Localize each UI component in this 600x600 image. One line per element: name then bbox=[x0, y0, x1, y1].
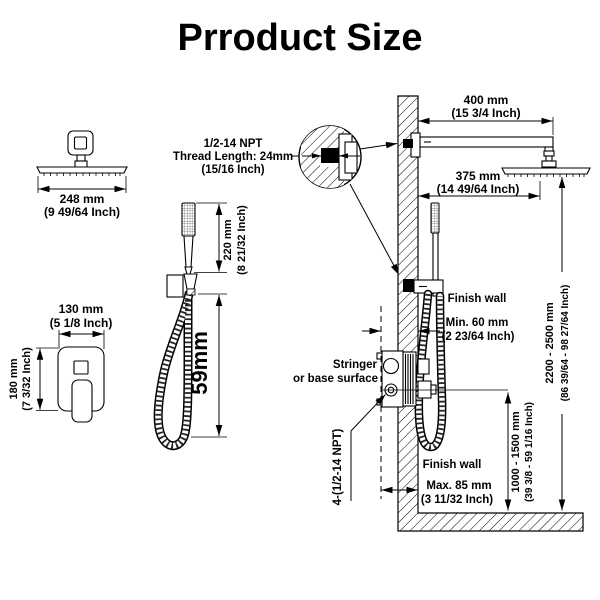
handheld-bracket bbox=[166, 274, 184, 298]
thread-note: 1/2-14 NPT Thread Length: 24mm (15/16 In… bbox=[173, 138, 302, 176]
overhead-width-mm-label: 248 mm bbox=[60, 192, 105, 206]
valve-height-mm-label: 1000 - 1500 mm bbox=[510, 411, 522, 493]
wall-handheld bbox=[403, 202, 447, 452]
head-height-inch-label: (86 39/64 - 98 27/64 Inch) bbox=[560, 285, 571, 402]
trim-width-mm-label: 130 mm bbox=[59, 302, 104, 316]
installation-view: 400 mm (15 3/4 Inch) 375 mm (14 49/64 In… bbox=[293, 93, 591, 532]
stringer-label-line2: or base surface bbox=[293, 373, 378, 385]
rain-shower-head bbox=[501, 150, 591, 177]
finish-wall-max-label: Finish wall bbox=[423, 459, 482, 471]
rough-in-valve bbox=[376, 350, 437, 408]
wall-hose bbox=[414, 289, 447, 452]
wand-length-inch-label: (8 21/32 Inch) bbox=[236, 205, 248, 275]
thread-cross-section bbox=[321, 148, 339, 163]
head-height-mm-label: 2200 - 2500 mm bbox=[544, 302, 556, 384]
diverter-button bbox=[73, 360, 89, 375]
trim-height-inch-label: (7 3/32 Inch) bbox=[21, 347, 33, 411]
hose-59mm-label: 59mm bbox=[187, 331, 212, 395]
finish-wall-max-mm-label: Max. 85 mm bbox=[426, 480, 491, 492]
detail-leader-bracket bbox=[349, 183, 400, 276]
bracket-wall-connection bbox=[403, 279, 414, 292]
wand-length-mm-label: 220 mm bbox=[222, 219, 234, 260]
thread-npt-label: 1/2-14 NPT bbox=[204, 138, 263, 150]
thread-inch-label: (15/16 Inch) bbox=[201, 164, 264, 176]
npt-leader bbox=[350, 394, 386, 432]
overhead-width-inch-label: (9 49/64 Inch) bbox=[44, 205, 120, 219]
valve-height-inch-label: (39 3/8 - 59 1/16 Inch) bbox=[524, 402, 535, 502]
shower-head-plate bbox=[36, 166, 128, 174]
finish-wall-min-label: Finish wall bbox=[448, 293, 507, 305]
shower-head-nozzles bbox=[43, 173, 121, 176]
head-offset-inch-label: (14 49/64 Inch) bbox=[437, 182, 520, 196]
stringer-label-line1: Stringer bbox=[333, 359, 378, 371]
arm-wall-connection bbox=[403, 139, 413, 148]
npt-ports-label: 4-(1/2-14 NPT) bbox=[332, 428, 344, 505]
arm-length-inch-label: (15 3/4 Inch) bbox=[451, 106, 520, 120]
finish-wall-min-mm-label: Min. 60 mm bbox=[446, 317, 509, 329]
hose bbox=[153, 289, 194, 451]
trim-handle bbox=[71, 379, 93, 423]
thread-length-label: Thread Length: 24mm bbox=[173, 151, 293, 163]
page-title: Prroduct Size bbox=[178, 17, 423, 59]
valve-trim-view: 130 mm (5 1/8 Inch) 180 mm (7 3/32 Inch) bbox=[8, 302, 113, 423]
handheld-wand bbox=[181, 202, 198, 296]
thread-detail-circle bbox=[298, 125, 400, 276]
trim-width-inch-label: (5 1/8 Inch) bbox=[50, 316, 113, 330]
overhead-shower-view: 248 mm (9 49/64 Inch) bbox=[36, 130, 128, 219]
head-offset-mm-label: 375 mm bbox=[456, 169, 501, 183]
finish-wall-max-inch-label: (3 11/32 Inch) bbox=[421, 494, 493, 506]
handheld-shower-view: 220 mm (8 21/32 Inch) 59mm bbox=[153, 202, 248, 451]
shower-arm bbox=[403, 132, 554, 158]
detail-leader-arm bbox=[359, 141, 398, 150]
finish-wall-min-inch-label: (2 23/64 Inch) bbox=[442, 331, 515, 343]
trim-height-mm-label: 180 mm bbox=[8, 358, 20, 399]
arm-length-mm-label: 400 mm bbox=[464, 93, 509, 107]
